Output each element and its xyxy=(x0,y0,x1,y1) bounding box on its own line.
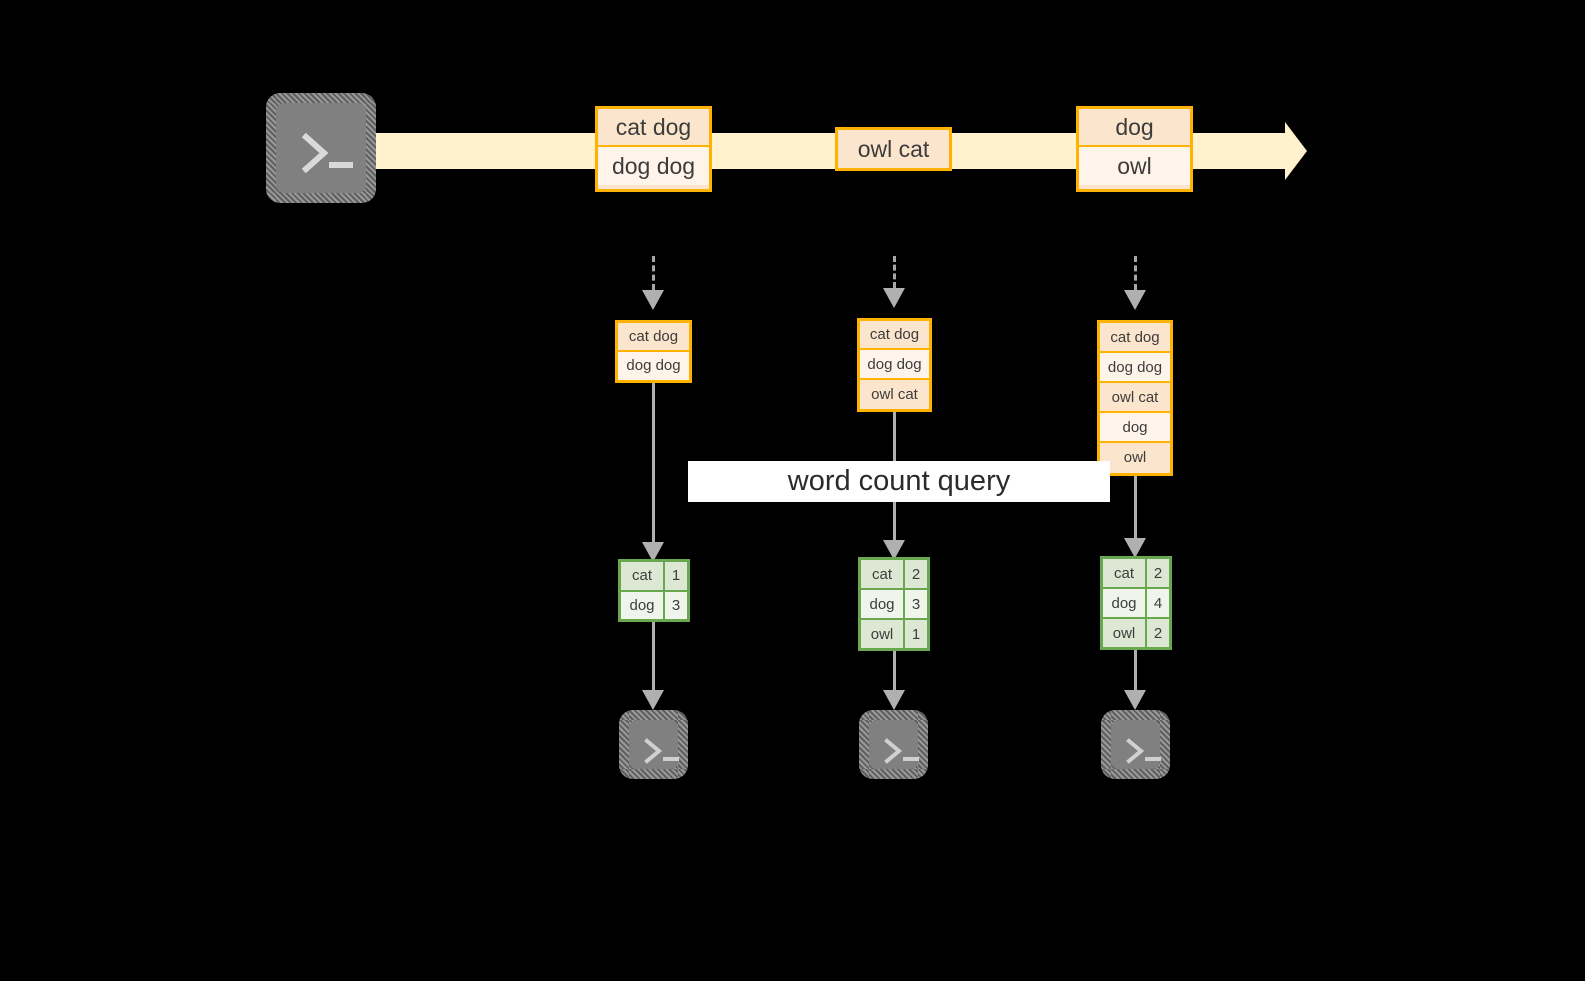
stream-batch-3[interactable]: dog owl xyxy=(1076,106,1193,192)
source-prompt-icon xyxy=(301,132,353,174)
column-1-accumulated-box[interactable]: cat dog dog dog xyxy=(615,320,692,383)
table-row: dog 3 xyxy=(861,590,927,620)
result-count: 4 xyxy=(1147,589,1169,617)
connector-arrowhead-icon xyxy=(1124,538,1146,558)
connector-arrowhead-icon xyxy=(883,690,905,710)
column-2-sink-terminal-icon[interactable] xyxy=(859,710,928,779)
accumulated-line: owl xyxy=(1100,443,1170,473)
result-word: owl xyxy=(1103,619,1147,647)
result-count: 1 xyxy=(905,620,927,648)
result-word: cat xyxy=(1103,559,1147,587)
table-row: cat 1 xyxy=(621,562,687,592)
stream-batch-2[interactable]: owl cat xyxy=(835,127,952,171)
sink-prompt-icon xyxy=(1126,738,1161,764)
accumulated-line: dog dog xyxy=(618,351,689,380)
result-word: dog xyxy=(621,591,665,619)
stream-arrowhead-icon xyxy=(1285,122,1307,180)
connector-arrowhead-icon xyxy=(642,542,664,562)
table-row: dog 4 xyxy=(1103,589,1169,619)
result-word: dog xyxy=(1103,589,1147,617)
connector-arrowhead-icon xyxy=(883,540,905,560)
accumulated-line: cat dog xyxy=(618,323,689,352)
stream-line: dog dog xyxy=(598,147,709,185)
table-row: owl 1 xyxy=(861,620,927,648)
batch-3-to-accumulated-connector xyxy=(1134,256,1137,290)
column-3-sink-terminal-icon[interactable] xyxy=(1101,710,1170,779)
query-label: word count query xyxy=(787,465,1011,497)
result-count: 2 xyxy=(1147,559,1169,587)
sink-prompt-icon xyxy=(884,738,919,764)
batch-2-to-accumulated-connector xyxy=(893,256,896,288)
column-1-result-table[interactable]: cat 1 dog 3 xyxy=(618,559,690,622)
stream-line: owl cat xyxy=(838,130,949,168)
sink-prompt-icon xyxy=(644,738,679,764)
result-count: 1 xyxy=(665,562,687,590)
table-row: owl 2 xyxy=(1103,619,1169,647)
accumulated-line: owl cat xyxy=(1100,383,1170,413)
column-1-query-connector xyxy=(652,383,655,547)
connector-arrowhead-icon xyxy=(642,290,664,310)
accumulated-line: cat dog xyxy=(860,321,929,351)
result-count: 2 xyxy=(1147,619,1169,647)
connector-arrowhead-icon xyxy=(1124,690,1146,710)
accumulated-line: dog xyxy=(1100,413,1170,443)
table-row: cat 2 xyxy=(861,560,927,590)
table-row: dog 3 xyxy=(621,591,687,619)
result-count: 3 xyxy=(665,591,687,619)
batch-1-to-accumulated-connector xyxy=(652,256,655,290)
connector-arrowhead-icon xyxy=(1124,290,1146,310)
source-terminal-icon[interactable] xyxy=(266,93,376,203)
stream-line: cat dog xyxy=(598,109,709,147)
result-count: 3 xyxy=(905,590,927,618)
column-1-sink-connector xyxy=(652,622,655,692)
accumulated-line: owl cat xyxy=(860,379,929,409)
result-count: 2 xyxy=(905,560,927,588)
result-word: dog xyxy=(861,590,905,618)
connector-arrowhead-icon xyxy=(642,690,664,710)
query-label-band: word count query xyxy=(688,461,1110,502)
column-3-result-table[interactable]: cat 2 dog 4 owl 2 xyxy=(1100,556,1172,650)
column-2-accumulated-box[interactable]: cat dog dog dog owl cat xyxy=(857,318,932,412)
column-3-query-connector xyxy=(1134,476,1137,544)
column-3-accumulated-box[interactable]: cat dog dog dog owl cat dog owl xyxy=(1097,320,1173,476)
connector-arrowhead-icon xyxy=(883,288,905,308)
column-2-result-table[interactable]: cat 2 dog 3 owl 1 xyxy=(858,557,930,651)
accumulated-line: dog dog xyxy=(1100,353,1170,383)
stream-line: owl xyxy=(1079,147,1190,185)
column-2-sink-connector xyxy=(893,651,896,692)
result-word: cat xyxy=(861,560,905,588)
result-word: cat xyxy=(621,562,665,590)
table-row: cat 2 xyxy=(1103,559,1169,589)
stream-line: dog xyxy=(1079,109,1190,147)
column-1-sink-terminal-icon[interactable] xyxy=(619,710,688,779)
accumulated-line: cat dog xyxy=(1100,323,1170,353)
accumulated-line: dog dog xyxy=(860,350,929,380)
column-3-sink-connector xyxy=(1134,650,1137,692)
stream-batch-1[interactable]: cat dog dog dog xyxy=(595,106,712,192)
result-word: owl xyxy=(861,620,905,648)
